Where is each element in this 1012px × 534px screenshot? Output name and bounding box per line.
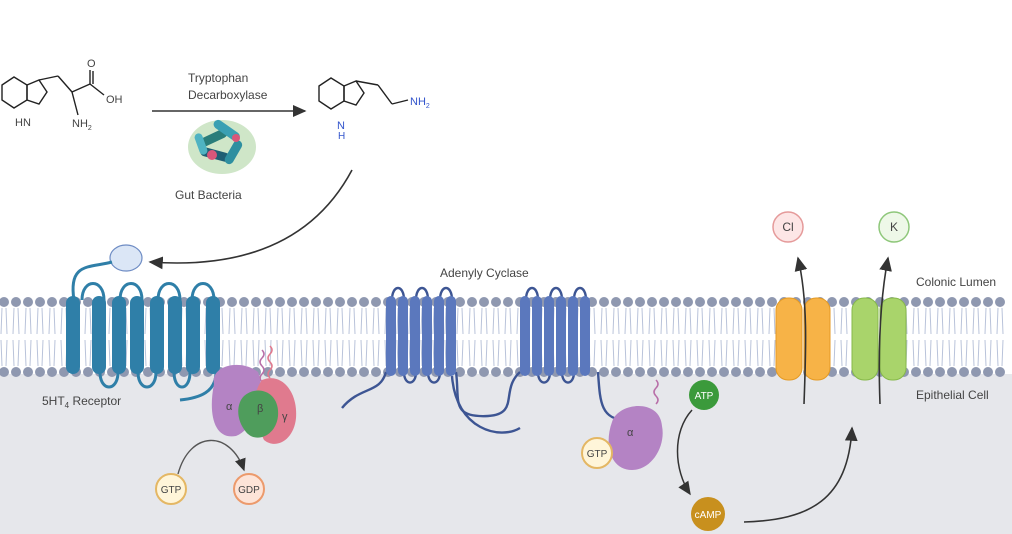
colonic-lumen-label: Colonic Lumen [916,275,996,289]
tryptophan-o-label: O [87,58,96,70]
potassium-efflux-arrow [878,256,892,405]
gut-bacteria-label: Gut Bacteria [175,188,242,202]
tryptamine-n-label: N [337,120,345,132]
svg-text:Cl: Cl [782,220,793,234]
gtp-molecule-cyclase: GTP [581,437,613,469]
adenylyl-cyclase [341,286,627,434]
tryptophan-hn-label: HN [15,117,31,129]
tryptamine-h-label: H [338,131,345,142]
tryptamine-nh2-label: NH2 [410,96,430,110]
camp-signal-arrow [743,426,858,523]
chloride-efflux-arrow [794,256,808,405]
g-protein-cyclase: α [608,379,663,470]
tryptophan-structure [1,70,105,116]
ligand-binding-site [109,244,143,272]
gdp-molecule: GDP [233,473,265,505]
g-beta-label: β [257,403,263,415]
tryptamine-structure [318,77,409,110]
camp-molecule: cAMP [691,497,725,531]
svg-text:GTP: GTP [587,449,608,460]
g-alpha-label: α [226,401,233,413]
svg-text:K: K [890,220,898,234]
tryptophan-nh2-label: NH2 [72,118,92,132]
receptor-label: 5HT4 Receptor [42,394,121,410]
chloride-ion: Cl [772,211,804,243]
5ht4-receptor [66,244,220,402]
g-protein-receptor: α β γ [211,345,297,444]
tryptophan-oh-label: OH [106,94,123,106]
binding-arrow [148,169,353,270]
potassium-channel [851,297,907,381]
gtp-molecule-receptor: GTP [155,473,187,505]
svg-text:cAMP: cAMP [695,510,722,521]
svg-text:ATP: ATP [695,391,714,402]
cyclase-label: Adenyly Cyclase [440,266,529,280]
chloride-channel [775,297,831,381]
cyclase-g-alpha-label: α [627,427,634,439]
g-gamma-label: γ [282,411,288,423]
gut-bacteria-icon [188,119,256,174]
atp-molecule: ATP [689,380,719,410]
atp-camp-arrow [676,409,693,496]
enzyme-label-line2: Decarboxylase [188,88,268,102]
gtp-gdp-arrow [177,439,246,475]
epithelial-cell-label: Epithelial Cell [916,388,989,402]
cytosol-region [0,374,1012,534]
svg-text:GDP: GDP [238,485,260,496]
enzyme-label-line1: Tryptophan [188,71,248,85]
svg-text:GTP: GTP [161,485,182,496]
potassium-ion: K [878,211,910,243]
